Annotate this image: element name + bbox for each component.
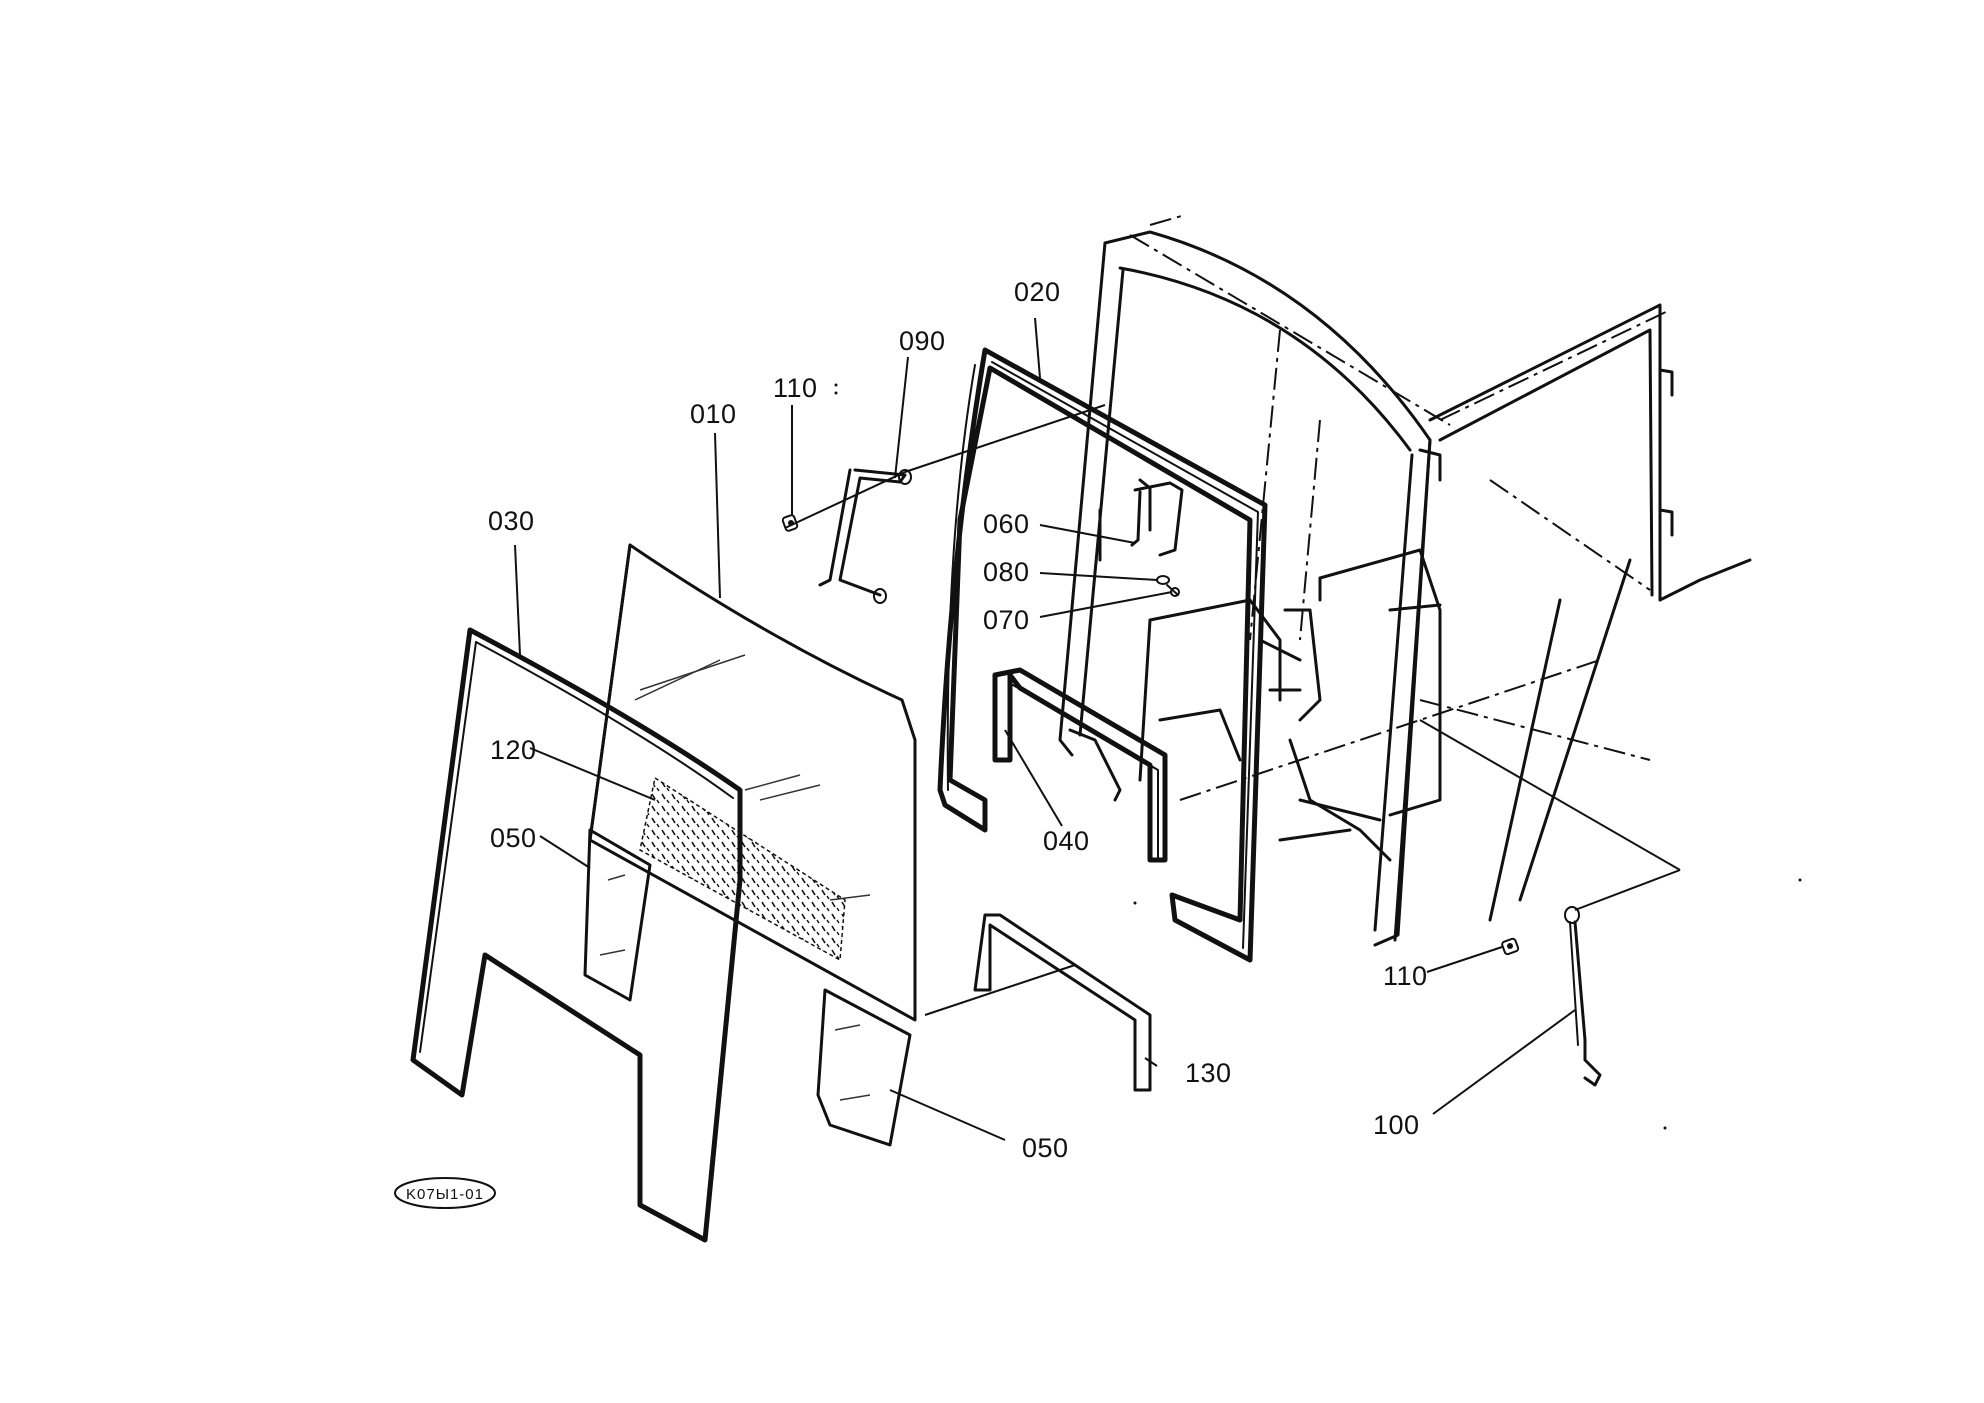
drawing-reference-text: K07Ы1-01 xyxy=(406,1186,484,1203)
part-110-bolt-right xyxy=(1501,937,1520,956)
part-040-lower-seal xyxy=(992,667,1168,863)
part-100-rod xyxy=(1564,906,1602,1087)
speck xyxy=(1133,901,1137,905)
label-110-right: 110 xyxy=(1383,961,1428,991)
label-110-top: 110 xyxy=(773,373,818,403)
label-030: 030 xyxy=(488,506,535,536)
leader-lines xyxy=(514,317,1681,1141)
label-020: 020 xyxy=(1014,277,1061,307)
speck xyxy=(834,383,838,387)
speck xyxy=(1798,878,1802,882)
part-090-bracket xyxy=(818,468,912,604)
part-120-tint-strip xyxy=(639,776,846,962)
label-040: 040 xyxy=(1043,826,1090,856)
part-050-glass-left xyxy=(583,828,652,1002)
label-130: 130 xyxy=(1185,1058,1232,1088)
part-130-handle xyxy=(973,913,1152,1092)
label-120: 120 xyxy=(490,735,537,765)
speck xyxy=(1663,1126,1667,1130)
drawing-reference: K07Ы1-01 xyxy=(394,1177,496,1209)
part-020-window-seal xyxy=(937,347,1268,963)
speck xyxy=(834,391,838,395)
label-050-left: 050 xyxy=(490,823,537,853)
label-010: 010 xyxy=(690,399,737,429)
part-030-outer-seal xyxy=(410,627,743,1243)
part-080-washer xyxy=(1156,575,1170,585)
label-070: 070 xyxy=(983,605,1030,635)
part-050-glass-bottom xyxy=(816,988,912,1147)
part-010-glass xyxy=(588,543,917,1022)
label-100: 100 xyxy=(1373,1110,1420,1140)
label-060: 060 xyxy=(983,509,1030,539)
label-090: 090 xyxy=(899,326,946,356)
part-070-screw xyxy=(1166,584,1180,597)
part-060-handle xyxy=(1130,481,1184,557)
label-050-bottom: 050 xyxy=(1022,1133,1069,1163)
label-080: 080 xyxy=(983,557,1030,587)
